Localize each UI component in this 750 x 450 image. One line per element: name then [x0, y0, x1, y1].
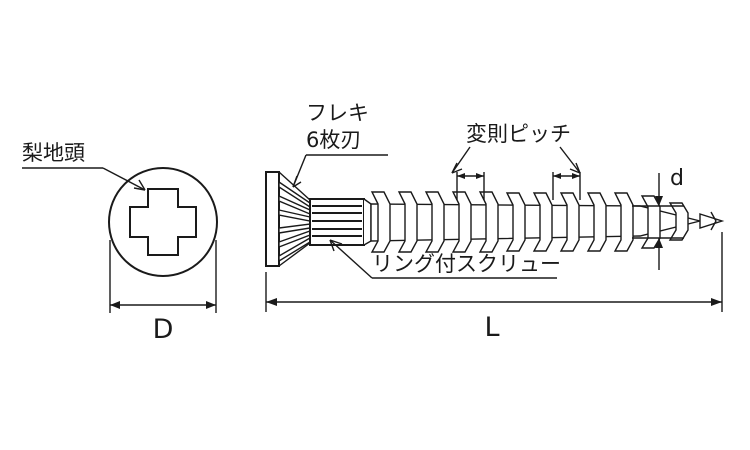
label-flexi-line1: フレキ: [306, 101, 369, 125]
pitch-bracket-1: [456, 172, 485, 200]
flexi-leader: [292, 154, 388, 188]
dimension-D: D: [109, 240, 217, 345]
label-irregular-pitch: 変則ピッチ: [466, 122, 571, 146]
label-flexi-line2: 6枚刃: [306, 128, 361, 152]
ring-groove-section: [309, 198, 372, 246]
dimension-label-L: L: [484, 312, 499, 343]
head-top-view: [108, 167, 218, 277]
thread-teeth-group: [370, 191, 689, 253]
dimension-label-D: D: [153, 314, 174, 345]
screw-tip: [699, 213, 725, 229]
screw-head-plate: [265, 171, 280, 267]
irregular-pitch-leaders: [451, 146, 581, 174]
label-ring-screw: リング付スクリュー: [372, 252, 561, 276]
dimension-label-d: d: [670, 166, 684, 191]
screw-side-view: [265, 171, 725, 267]
label-satin-head: 梨地頭: [22, 141, 85, 165]
pitch-bracket-2: [552, 172, 581, 200]
ring-screw-leader: [329, 239, 557, 279]
dimension-d: d: [632, 166, 684, 270]
phillips-cross-recess-icon: [129, 188, 197, 256]
head-finish-leader: [22, 167, 146, 191]
dimension-L: L: [265, 232, 723, 343]
